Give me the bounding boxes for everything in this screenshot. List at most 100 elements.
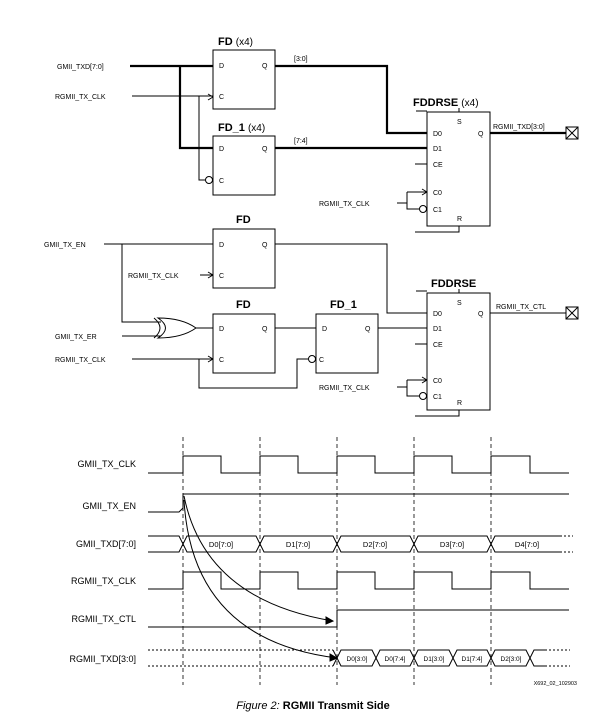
input-rgmii-tx-clk-top2: RGMII_TX_CLK bbox=[319, 201, 370, 208]
fd-b-pin-d: D bbox=[219, 326, 224, 333]
bottom-circuit bbox=[104, 228, 579, 417]
arrow-head-ctl bbox=[325, 616, 335, 625]
caption-title: RGMII Transmit Side bbox=[283, 700, 390, 712]
fd-a-box bbox=[212, 228, 276, 289]
xor-gate bbox=[156, 317, 197, 339]
fddrse-pin-d1: D1 bbox=[433, 326, 442, 333]
fd-x4-pin-d: D bbox=[219, 63, 224, 70]
fd1-pin-q: Q bbox=[365, 326, 371, 333]
ctl-output-pad bbox=[565, 306, 579, 320]
figure-caption: Figure 2: RGMII Transmit Side bbox=[236, 700, 389, 712]
fd-x4-title: FD (x4) bbox=[218, 36, 253, 48]
top-circuit-labels: GMII_TXD[7:0] RGMII_TX_CLK FD (x4) D Q C… bbox=[55, 36, 545, 223]
fd-b-box bbox=[212, 313, 276, 374]
fddrse-c1-invert-bubble bbox=[419, 205, 427, 213]
wave-rgmii-tx-ctl bbox=[148, 609, 569, 628]
arrow-head-txd bbox=[329, 653, 339, 662]
fd-b-pin-q: Q bbox=[262, 326, 268, 333]
fd-x4-pin-q: Q bbox=[262, 63, 268, 70]
fddrse-x4-pin-d1: D1 bbox=[433, 146, 442, 153]
fd1-x4-pin-q: Q bbox=[262, 146, 268, 153]
rgmii-value-1: D0[7:4] bbox=[385, 656, 406, 663]
timing-diagram bbox=[148, 437, 573, 685]
wave-rgmii-tx-clk bbox=[148, 571, 569, 590]
input-gmii-tx-en: GMII_TX_EN bbox=[44, 242, 86, 249]
input-rgmii-tx-clk-c: RGMII_TX_CLK bbox=[319, 385, 370, 392]
timing-labels: GMII_TX_CLK GMII_TX_EN GMII_TXD[7:0] RGM… bbox=[69, 459, 577, 687]
input-rgmii-tx-clk-b: RGMII_TX_CLK bbox=[55, 357, 106, 364]
fd1-pin-c: C bbox=[319, 357, 324, 364]
fddrse-x4-pin-q: Q bbox=[478, 131, 484, 138]
txd-value-2: D2[7:0] bbox=[363, 540, 387, 549]
fd1-title: FD_1 bbox=[330, 299, 357, 311]
fd1-x4-title: FD_1 (x4) bbox=[218, 122, 265, 134]
sig-rgmii-tx-ctl: RGMII_TX_CTL bbox=[71, 614, 136, 624]
input-gmii-tx-er: GMII_TX_ER bbox=[55, 334, 97, 341]
timing-guides bbox=[182, 437, 492, 685]
txd-value-0: D0[7:0] bbox=[209, 540, 233, 549]
fddrse-pin-s: S bbox=[457, 300, 462, 307]
caption-prefix: Figure 2: bbox=[236, 700, 279, 712]
fddrse-pin-d0: D0 bbox=[433, 311, 442, 318]
sig-rgmii-tx-clk: RGMII_TX_CLK bbox=[71, 576, 136, 586]
output-rgmii-tx-ctl: RGMII_TX_CTL bbox=[496, 304, 546, 311]
fd1-x4-box bbox=[212, 135, 276, 196]
wave-rgmii-txd bbox=[148, 649, 570, 667]
txd-output-pad bbox=[565, 126, 579, 140]
fd-a-pin-q: Q bbox=[262, 242, 268, 249]
fd1-x4-pin-d: D bbox=[219, 146, 224, 153]
fd1-clock-invert-bubble-b bbox=[308, 355, 316, 363]
bottom-circuit-labels: GMII_TX_EN RGMII_TX_CLK GMII_TX_ER RGMII… bbox=[44, 214, 546, 407]
arrow-en-to-txd bbox=[183, 499, 338, 659]
rgmii-value-0: D0[3:0] bbox=[347, 656, 368, 663]
fddrse-x4-pin-c1: C1 bbox=[433, 207, 442, 214]
fddrse-pin-r: R bbox=[457, 400, 462, 407]
fd-a-pin-d: D bbox=[219, 242, 224, 249]
wave-gmii-txd bbox=[148, 535, 573, 553]
bus-label-high: [7:4] bbox=[294, 138, 308, 145]
fddrse-x4-pin-r: R bbox=[457, 216, 462, 223]
fddrse-pin-c0: C0 bbox=[433, 378, 442, 385]
fd1-box bbox=[315, 313, 379, 374]
fddrse-x4-pin-c0: C0 bbox=[433, 190, 442, 197]
sig-gmii-txd: GMII_TXD[7:0] bbox=[76, 539, 136, 549]
fd-x4-pin-c: C bbox=[219, 94, 224, 101]
fd-a-pin-c: C bbox=[219, 273, 224, 280]
sig-gmii-tx-clk: GMII_TX_CLK bbox=[77, 459, 136, 469]
input-rgmii-tx-clk-top: RGMII_TX_CLK bbox=[55, 94, 106, 101]
fd-a-title: FD bbox=[236, 214, 251, 226]
fddrse-title: FDDRSE bbox=[431, 278, 476, 290]
fd-x4-box bbox=[212, 49, 276, 110]
wave-gmii-tx-en bbox=[148, 493, 569, 513]
figure-ref-code: X692_02_102903 bbox=[534, 681, 577, 687]
bus-label-low: [3:0] bbox=[294, 56, 308, 63]
fd1-pin-d: D bbox=[322, 326, 327, 333]
fd1-x4-pin-c: C bbox=[219, 178, 224, 185]
rgmii-value-3: D1[7:4] bbox=[462, 656, 483, 663]
fddrse-pin-ce: CE bbox=[433, 342, 443, 349]
rgmii-value-2: D1[3:0] bbox=[424, 656, 445, 663]
fddrse-x4-pin-s: S bbox=[457, 119, 462, 126]
fddrse-pin-c1: C1 bbox=[433, 394, 442, 401]
fddrse-pin-q: Q bbox=[478, 311, 484, 318]
fddrse-c1-invert-bubble-b bbox=[419, 392, 427, 400]
sig-rgmii-txd: RGMII_TXD[3:0] bbox=[69, 654, 136, 664]
output-rgmii-txd: RGMII_TXD[3:0] bbox=[493, 124, 545, 131]
sig-gmii-tx-en: GMII_TX_EN bbox=[82, 501, 136, 511]
wave-gmii-tx-clk bbox=[148, 455, 569, 474]
fd1-clock-invert-bubble bbox=[205, 176, 213, 184]
fddrse-x4-pin-d0: D0 bbox=[433, 131, 442, 138]
input-gmii-txd: GMII_TXD[7:0] bbox=[57, 64, 104, 71]
txd-value-4: D4[7:0] bbox=[515, 540, 539, 549]
txd-value-3: D3[7:0] bbox=[440, 540, 464, 549]
fddrse-x4-title: FDDRSE (x4) bbox=[413, 97, 479, 109]
fddrse-x4-pin-ce: CE bbox=[433, 162, 443, 169]
xor-gate-back bbox=[153, 317, 161, 339]
txd-value-1: D1[7:0] bbox=[286, 540, 310, 549]
top-circuit bbox=[130, 49, 579, 233]
rgmii-value-4: D2[3:0] bbox=[501, 656, 522, 663]
fd-b-title: FD bbox=[236, 299, 251, 311]
fd-b-pin-c: C bbox=[219, 357, 224, 364]
